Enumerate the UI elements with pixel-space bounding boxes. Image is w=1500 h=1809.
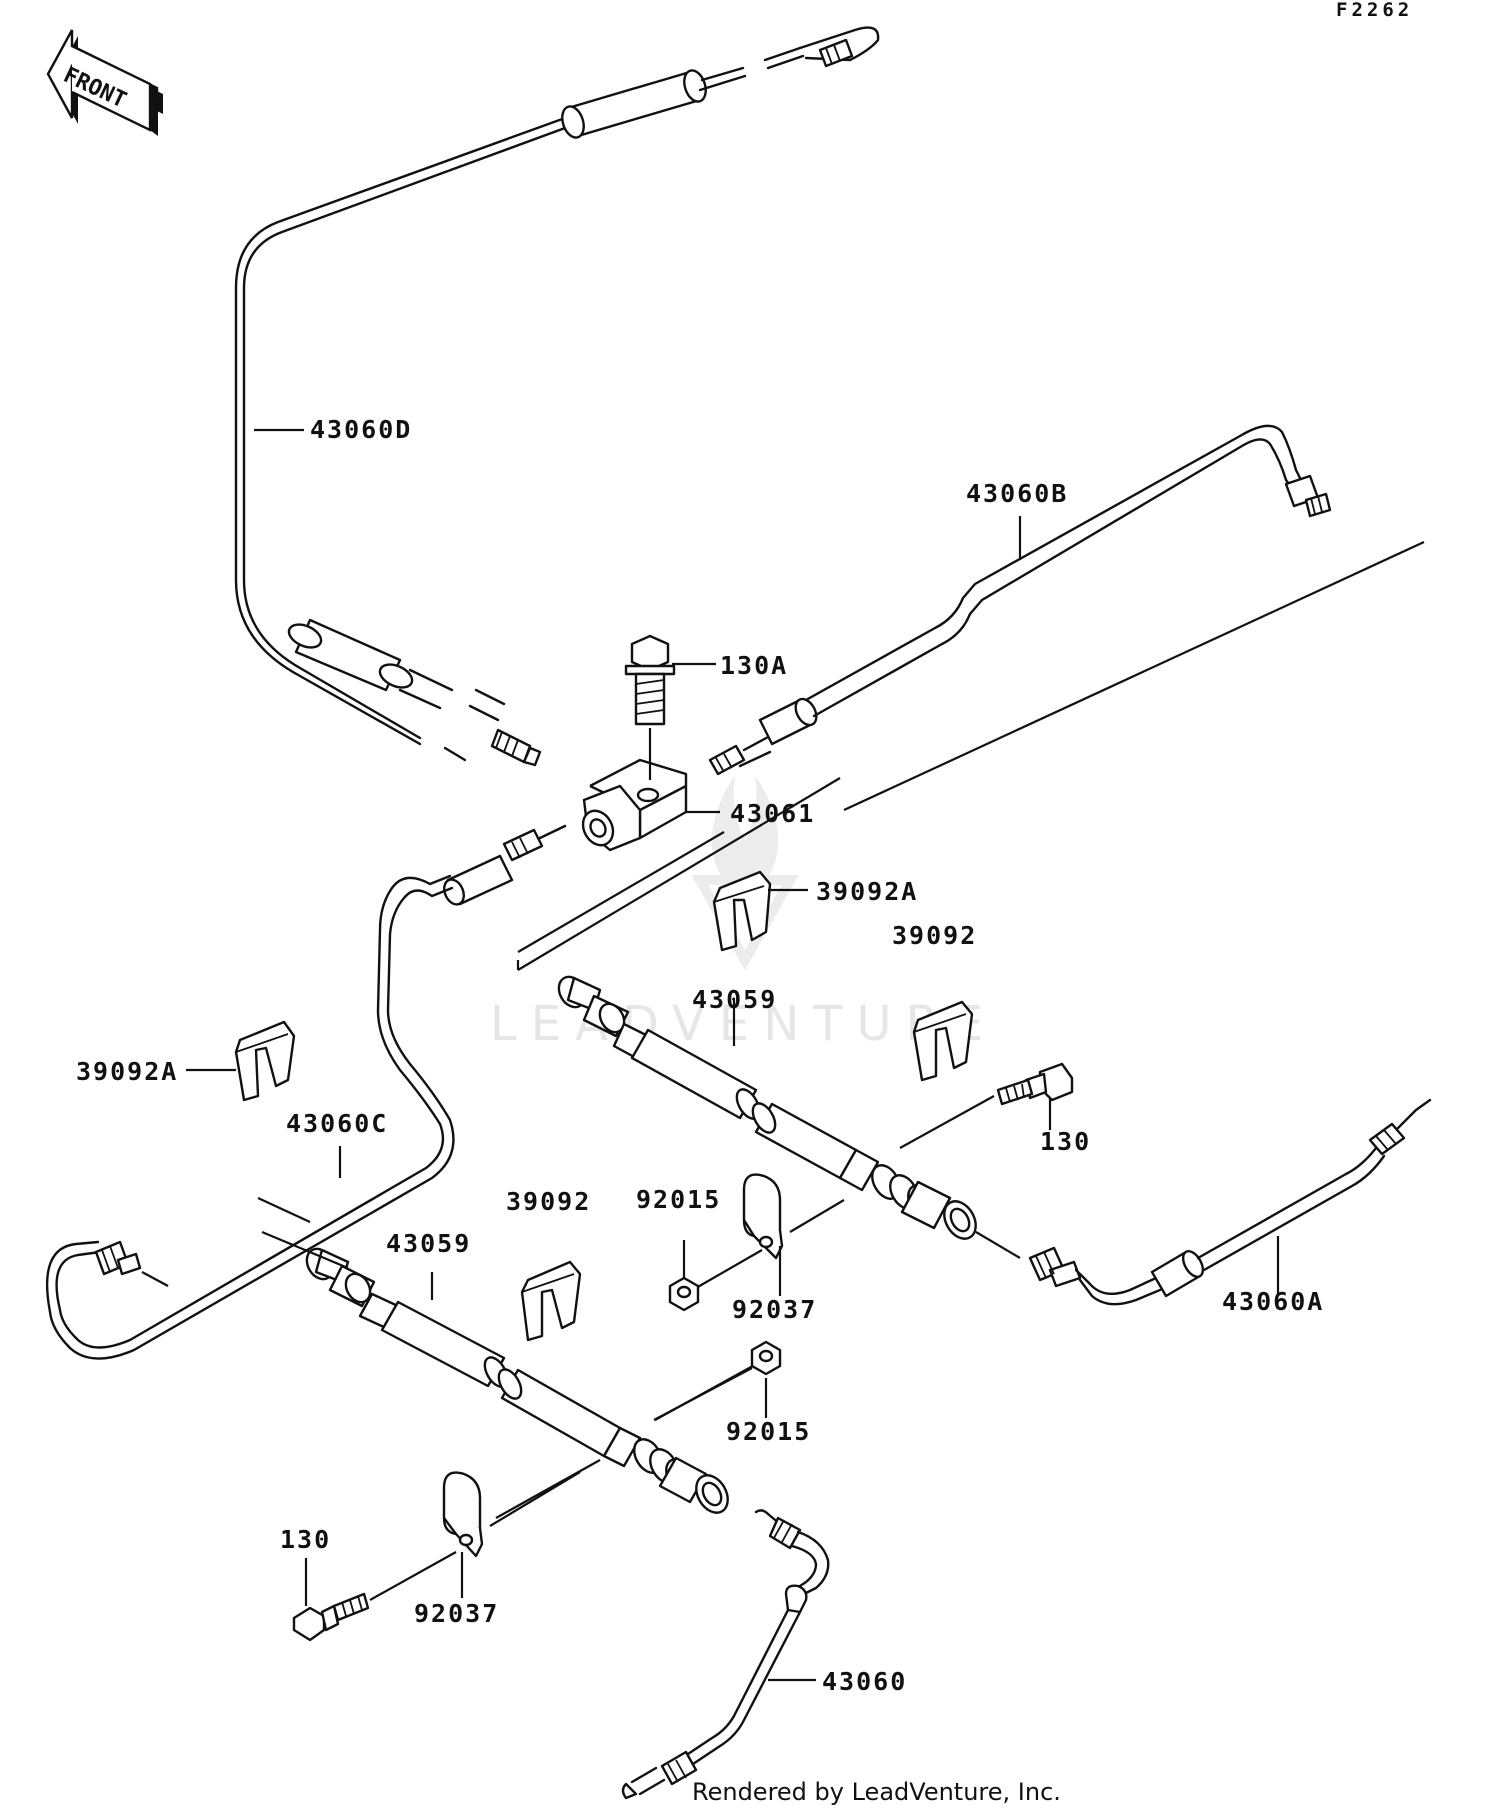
callout-92037-upper: 92037	[732, 1295, 817, 1324]
nut-92015-upper	[668, 1276, 700, 1312]
callout-43060A: 43060A	[1222, 1287, 1324, 1316]
brake-pipe-43060A	[1028, 1098, 1432, 1306]
callout-43060: 43060	[822, 1667, 907, 1696]
clamp-92037-lower	[442, 1471, 581, 1558]
brake-tee-43061	[581, 758, 688, 852]
clip-39092-lower	[520, 1260, 582, 1342]
callout-130-right: 130	[1040, 1127, 1091, 1156]
render-credit: Rendered by LeadVenture, Inc.	[692, 1778, 1061, 1806]
brake-pipe-43060B	[708, 424, 1332, 776]
callout-130A: 130A	[720, 651, 788, 680]
callout-43059-lower: 43059	[386, 1229, 471, 1258]
clamp-92037-upper	[695, 1173, 845, 1289]
brake-pipe-43060	[621, 1509, 830, 1800]
brake-pipe-43060D	[234, 26, 880, 767]
brake-hose-43059-upper	[516, 777, 1021, 1259]
callout-92037-lower: 92037	[414, 1599, 499, 1628]
callout-leaders	[186, 428, 1425, 1682]
callout-39092-upper: 39092	[892, 921, 977, 950]
bolt-130-right	[899, 1062, 1074, 1149]
callout-43060B: 43060B	[966, 479, 1068, 508]
callout-43060C: 43060C	[286, 1109, 388, 1138]
callout-43059-upper: 43059	[692, 985, 777, 1014]
callout-39092-lower: 39092	[506, 1187, 591, 1216]
callout-130-left: 130	[280, 1525, 331, 1554]
clip-39092A-left	[234, 1020, 296, 1102]
callout-labels: 43060D 43060B 130A 43061 39092A 39092 43…	[76, 415, 1324, 1696]
bolt-130A	[624, 634, 676, 780]
callout-43060D: 43060D	[310, 415, 412, 444]
nut-92015-lower	[653, 1340, 782, 1421]
brake-hose-43059-lower	[257, 1197, 761, 1519]
callout-39092A-left: 39092A	[76, 1057, 178, 1086]
callout-39092A-upper: 39092A	[816, 877, 918, 906]
callout-43061: 43061	[730, 799, 815, 828]
brake-pipe-43060C	[46, 824, 567, 1360]
bolt-130-left	[292, 1551, 457, 1642]
diagram-code: F2262	[1336, 0, 1413, 21]
callout-92015-lower: 92015	[726, 1417, 811, 1446]
callout-92015-upper: 92015	[636, 1185, 721, 1214]
front-direction-arrow: FRONT	[46, 29, 163, 136]
clip-39092A-upper	[712, 870, 772, 952]
clip-39092-upper	[912, 1000, 974, 1082]
